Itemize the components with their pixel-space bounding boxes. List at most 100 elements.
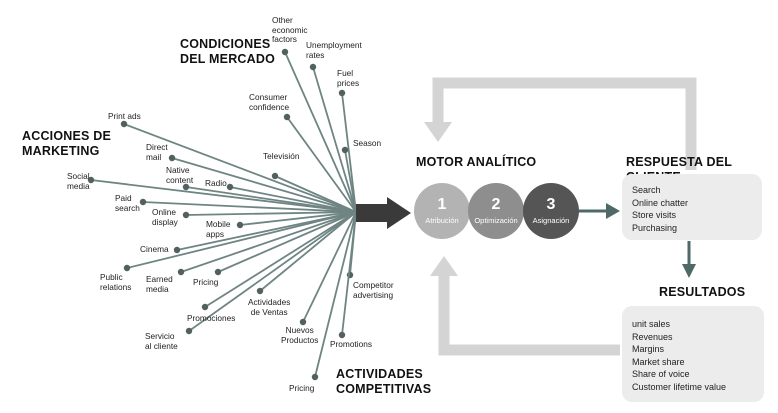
spoke-consumer-confidence [283, 113, 357, 213]
factor-online-display: Online display [152, 207, 178, 227]
factor-new-products: Nuevos Productos [281, 325, 319, 345]
factor-consumer-confidence: Consumer confidence [249, 92, 290, 112]
spoke-dot [299, 318, 307, 326]
spoke-line [180, 211, 357, 273]
factor-print-ads: Print ads [108, 111, 141, 121]
spoke-unemployment [309, 63, 357, 213]
heading-results: RESULTADOS [659, 285, 746, 299]
factor-direct-mail: Direct mail [146, 142, 168, 162]
engine-to-response-arrow [578, 203, 620, 219]
spoke-dot [226, 183, 234, 191]
spoke-dot [139, 198, 147, 206]
factor-public-relations: Public relations [100, 272, 132, 292]
spoke-dot [214, 268, 222, 276]
engine-step-number: 3 [546, 196, 556, 213]
spoke-dot [201, 303, 209, 311]
response-to-results-arrow [682, 241, 696, 278]
spoke-new-products [299, 211, 357, 326]
heading-marketing-actions: ACCIONES DE MARKETING [22, 129, 112, 158]
result-item: Share of voice [632, 369, 690, 380]
engine-input-arrow [356, 197, 411, 229]
result-item: Customer lifetime value [632, 381, 727, 392]
spoke-pricing-marketing [214, 211, 357, 276]
spoke-dot [182, 183, 190, 191]
factor-promotions: Promotions [330, 339, 372, 349]
spoke-line [302, 211, 357, 323]
customer-response-box: Search Online chatter Store visits Purch… [622, 174, 762, 240]
spoke-line [312, 66, 357, 213]
spoke-social-media [87, 176, 357, 213]
feedback-loop-bottom [430, 256, 620, 356]
result-item: Margins [632, 344, 665, 355]
spoke-promociones [201, 211, 357, 311]
spoke-dot [87, 176, 95, 184]
spoke-direct-mail [168, 154, 357, 213]
spoke-dot [173, 246, 181, 254]
result-item: Revenues [632, 331, 673, 342]
spoke-online-display [182, 211, 357, 219]
spoke-dot [309, 63, 317, 71]
spoke-line [259, 211, 357, 292]
engine-step-allocation: 3 Asignación [523, 183, 579, 239]
factor-customer-service: Servicio al cliente [145, 331, 178, 351]
spoke-promotions [338, 211, 357, 339]
spoke-dot [168, 154, 176, 162]
spoke-dot [311, 373, 319, 381]
spoke-pricing-competitive [311, 211, 357, 381]
engine-step-label: Atribución [425, 216, 459, 225]
factor-paid-search: Paid search [115, 193, 140, 213]
results-box: unit sales Revenues Margins Market share… [622, 306, 764, 402]
heading-market-conditions: CONDICIONES DEL MERCADO [180, 37, 276, 66]
spoke-customer-service [185, 211, 357, 335]
factor-fuel-prices: Fuel prices [337, 68, 360, 88]
spoke-line [217, 211, 357, 273]
spoke-line [142, 201, 357, 213]
factor-other-economic: Other economic factors [272, 15, 308, 45]
spoke-dot [338, 89, 346, 97]
spoke-dot [271, 172, 279, 180]
spoke-print-ads [120, 120, 357, 213]
spoke-dot [281, 48, 289, 56]
spoke-line [239, 211, 357, 226]
engine-step-label: Asignación [532, 216, 570, 225]
spoke-line [126, 211, 357, 269]
spoke-line [185, 211, 357, 216]
factor-season: Season [353, 138, 382, 148]
spoke-line [90, 179, 357, 213]
engine-step-number: 1 [437, 196, 447, 213]
spoke-dot [338, 331, 346, 339]
spoke-dot [182, 211, 190, 219]
spoke-line [204, 211, 357, 308]
result-item: unit sales [632, 319, 671, 329]
spoke-radio [226, 183, 357, 213]
factor-pricing-marketing: Pricing [193, 277, 219, 287]
factor-social-media: Social media [67, 171, 90, 191]
result-item: Market share [632, 356, 685, 367]
factor-mobile-apps: Mobile apps [206, 219, 231, 239]
spoke-line [341, 92, 357, 213]
spoke-line [341, 211, 357, 336]
engine-step-attribution: 1 Atribución [414, 183, 470, 239]
spoke-sales-activities [256, 211, 357, 295]
spoke-public-relations [123, 211, 357, 272]
spoke-line [176, 211, 357, 251]
spoke-line [286, 116, 357, 213]
spoke-line [229, 186, 357, 213]
spoke-dot [177, 268, 185, 276]
spoke-line [123, 123, 357, 213]
spoke-dot [283, 113, 291, 121]
factor-native-content: Native content [166, 165, 194, 185]
spoke-line [284, 51, 357, 213]
spoke-fuel-prices [338, 89, 357, 213]
spoke-line [188, 211, 357, 332]
spoke-dot [256, 287, 264, 295]
spoke-mobile-apps [236, 211, 357, 229]
spoke-dot [185, 327, 193, 335]
engine-step-label: Optimización [474, 216, 518, 225]
factor-sales-activities: Actividades de Ventas [248, 297, 291, 317]
heading-competitive-activities: ACTIVIDADES COMPETITIVAS [336, 367, 432, 396]
engine-step-optimization: 2 Optimización [468, 183, 524, 239]
factor-radio: Radio [205, 178, 227, 188]
